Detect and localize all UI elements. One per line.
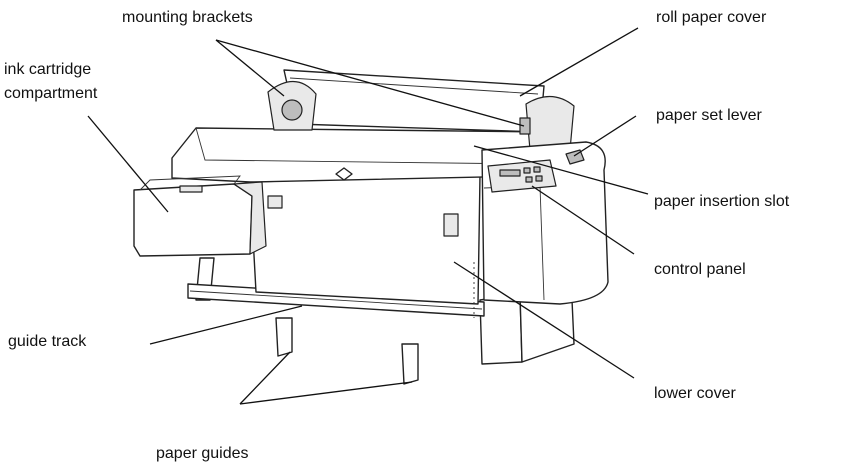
- leader-control-panel: [531, 185, 635, 255]
- label-ink-cartridge-line1: ink cartridge: [4, 61, 91, 78]
- roll-paper-cover: [283, 69, 545, 133]
- label-paper-guides: paper guides: [156, 445, 249, 462]
- paper-guide-right: [401, 343, 419, 385]
- leader-lines: [87, 27, 649, 405]
- leader-paper-insertion-slot: [473, 145, 649, 195]
- leader-mounting-brackets-left: [215, 39, 285, 97]
- leader-roll-paper-cover: [519, 27, 639, 97]
- callout-labels: mounting brackets roll paper cover ink c…: [4, 9, 790, 462]
- label-paper-insertion-slot: paper insertion slot: [654, 193, 790, 210]
- right-bracket-hub: [519, 117, 531, 135]
- label-paper-set-lever: paper set lever: [656, 107, 763, 124]
- control-panel-button-4: [535, 175, 543, 182]
- label-lower-cover: lower cover: [654, 385, 736, 402]
- paper-guide-left: [275, 317, 293, 357]
- control-panel-buttons: [499, 166, 543, 183]
- leader-mounting-brackets-right: [215, 39, 525, 127]
- right-stand-leg: [479, 293, 523, 365]
- paper-set-lever: [565, 149, 585, 165]
- label-mounting-brackets: mounting brackets: [122, 9, 253, 26]
- right-mounting-bracket: [525, 95, 575, 151]
- top-indicator: [335, 167, 353, 181]
- control-panel: [487, 159, 557, 193]
- left-latch: [267, 195, 283, 209]
- leader-ink-cartridge: [87, 115, 169, 213]
- mounting-brackets: [267, 80, 575, 151]
- guide-track-edge: [189, 290, 483, 310]
- paper-guides: [275, 317, 419, 385]
- label-control-panel: control panel: [654, 261, 746, 278]
- lower-cover-latch: [443, 213, 459, 237]
- leader-lower-cover: [453, 261, 635, 379]
- leader-paper-set-lever: [573, 115, 637, 157]
- right-stand-foot: [519, 293, 575, 363]
- label-guide-track: guide track: [8, 333, 87, 350]
- control-panel-button-2: [533, 166, 541, 173]
- control-panel-display: [499, 169, 521, 177]
- ink-cartridge-compartment: [133, 183, 253, 257]
- top-fold-line: [195, 127, 531, 165]
- label-ink-cartridge-line2: compartment: [4, 85, 98, 102]
- leader-paper-guides-left: [239, 351, 291, 405]
- label-roll-paper-cover: roll paper cover: [656, 9, 767, 26]
- leader-guide-track: [149, 305, 303, 345]
- leader-paper-guides-right: [239, 381, 413, 405]
- printer-illustration: [133, 69, 609, 385]
- ink-cartridge-handle: [179, 185, 203, 193]
- lower-cover-panel: [249, 174, 481, 305]
- left-bracket-hub: [281, 99, 303, 121]
- ink-cartridge-side: [233, 181, 267, 255]
- roll-paper-cover-inner: [289, 77, 539, 95]
- control-panel-button-3: [525, 176, 533, 183]
- control-panel-button-1: [523, 167, 531, 174]
